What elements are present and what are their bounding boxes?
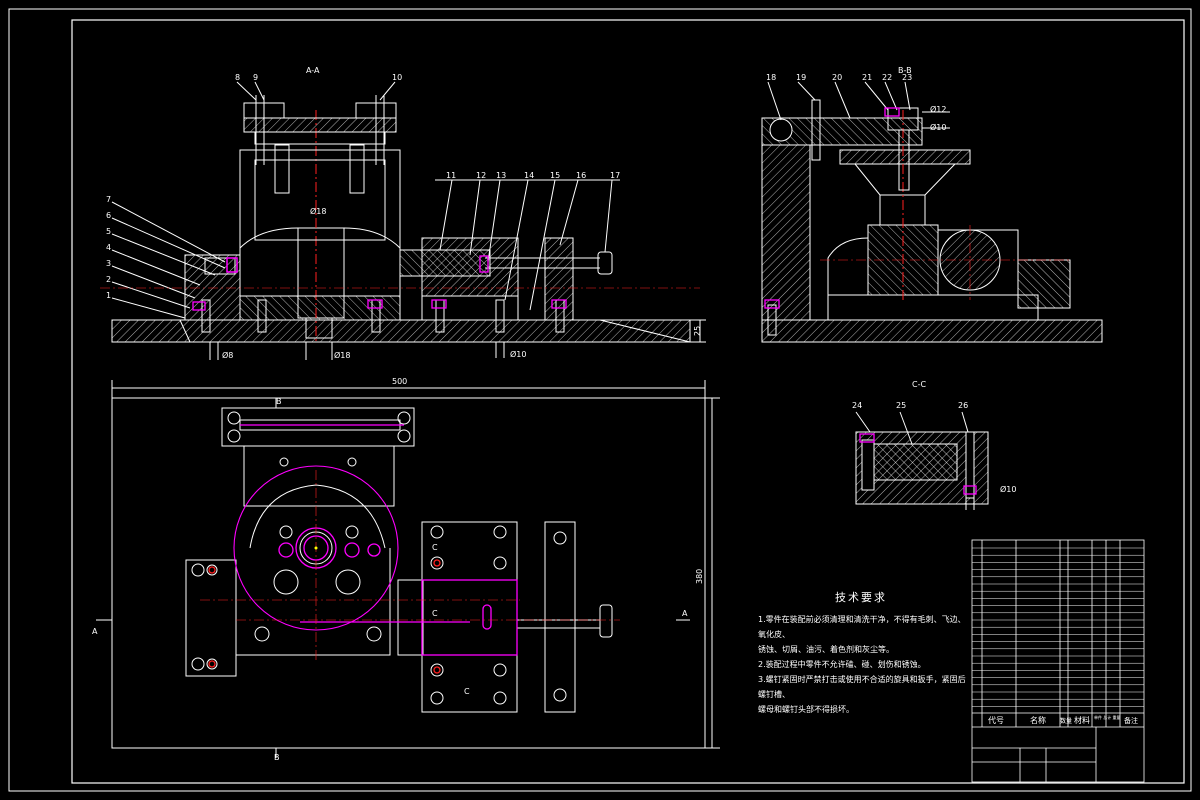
marker-b-bottom: B — [274, 753, 280, 762]
part-balloon: 15 — [550, 171, 560, 180]
dim-right-bottom: Ø10 — [510, 349, 526, 359]
dim-cc: Ø10 — [1000, 484, 1016, 494]
tb-col-weight: 单件 总计 重量 — [1094, 714, 1121, 720]
part-balloon: 12 — [476, 171, 486, 180]
dim-bb-top1: Ø12 — [930, 104, 946, 114]
section-bb-view — [761, 81, 1103, 343]
title-block-rows — [972, 547, 1144, 707]
part-balloon: 18 — [766, 73, 776, 82]
title-block — [971, 539, 1145, 783]
dim-bottom: Ø18 — [334, 350, 350, 360]
part-balloon: 23 — [902, 73, 912, 82]
tech-requirements-title: 技术要求 — [835, 591, 887, 604]
part-balloon: 4 — [106, 243, 111, 252]
dim-bb-top2: Ø10 — [930, 122, 946, 132]
part-balloon: 17 — [610, 171, 620, 180]
part-balloon: 21 — [862, 73, 872, 82]
plan-view-highlights — [200, 424, 620, 674]
dim-center: Ø18 — [310, 206, 326, 216]
part-balloon: 13 — [496, 171, 506, 180]
part-balloon: 1 — [106, 291, 111, 300]
part-balloon: 20 — [832, 73, 842, 82]
part-balloon: 2 — [106, 275, 111, 284]
dim-plan-height: 380 — [695, 569, 704, 584]
tech-requirement-line: 2.装配过程中零件不允许磕、碰、划伤和锈蚀。 — [758, 660, 926, 669]
part-balloon: 6 — [106, 211, 111, 220]
tech-requirements-body: 1.零件在装配前必须清理和清洗干净，不得有毛刺、飞边、氧化皮、锈蚀、切屑、油污、… — [758, 612, 973, 717]
tech-requirement-line: 锈蚀、切屑、油污、着色剂和灰尘等。 — [758, 645, 894, 654]
part-balloon: 22 — [882, 73, 892, 82]
part-balloon: 24 — [852, 401, 862, 410]
part-balloon: 26 — [958, 401, 968, 410]
inner-frame — [71, 19, 1185, 784]
section-aa-label: A-A — [306, 66, 320, 75]
tb-col-note: 备注 — [1124, 716, 1138, 725]
tb-col-name: 名称 — [1030, 715, 1046, 725]
marker-a-left: A — [92, 627, 98, 636]
part-balloon: 16 — [576, 171, 586, 180]
dim-left: Ø8 — [222, 350, 233, 360]
part-balloon: 5 — [106, 227, 111, 236]
part-balloon: 25 — [896, 401, 906, 410]
marker-c-bottom: C — [464, 687, 470, 696]
part-balloon: 8 — [235, 73, 240, 82]
tb-col-material: 材料 — [1074, 715, 1090, 725]
dim-base-height: 25 — [693, 326, 702, 336]
tb-col-code: 代号 — [988, 715, 1004, 725]
marker-a-right: A — [682, 609, 688, 618]
outer-border — [8, 8, 1192, 792]
plan-view — [96, 380, 720, 758]
section-cc-label: C-C — [912, 380, 926, 389]
marker-b-top: B — [276, 397, 282, 406]
marker-c-top: C — [432, 543, 438, 552]
part-balloon: 7 — [106, 195, 111, 204]
section-bb-highlights — [764, 107, 1070, 309]
marker-c-mid: C — [432, 609, 438, 618]
tech-requirement-line: 3.螺钉紧固时严禁打击或使用不合适的旋具和扳手，紧固后螺钉槽、 — [758, 675, 966, 699]
plan-view-yellow — [314, 546, 318, 550]
tb-col-qty: 数量 — [1060, 717, 1072, 725]
part-balloon: 9 — [253, 73, 258, 82]
part-balloon: 10 — [392, 73, 402, 82]
section-aa-view — [111, 81, 706, 360]
part-balloon: 19 — [796, 73, 806, 82]
section-cc-highlights — [859, 433, 977, 495]
section-bb-label: B-B — [898, 66, 912, 75]
part-balloon: 3 — [106, 259, 111, 268]
tech-requirement-line: 1.零件在装配前必须清理和清洗干净，不得有毛刺、飞边、氧化皮、 — [758, 615, 966, 639]
section-cc-view — [855, 411, 989, 510]
tech-requirement-line: 螺母和螺钉头部不得损坏。 — [758, 705, 854, 714]
dim-plan-width: 500 — [392, 377, 407, 386]
part-balloon: 14 — [524, 171, 534, 180]
section-aa-highlights — [100, 255, 700, 311]
part-balloon: 11 — [446, 171, 456, 180]
